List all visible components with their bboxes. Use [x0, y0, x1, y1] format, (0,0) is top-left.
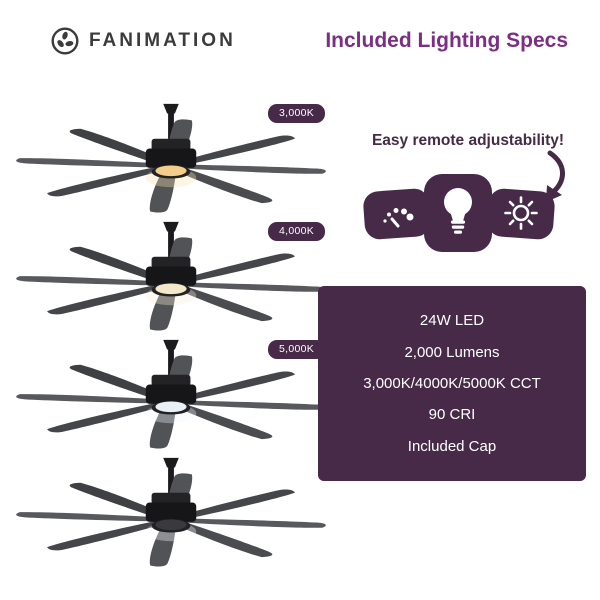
- kelvin-badge-3000k: 3,000K: [268, 104, 326, 123]
- light-lens: [155, 401, 187, 413]
- remote-graphic: [350, 150, 590, 268]
- page-title: Included Lighting Specs: [325, 29, 568, 52]
- ceiling-fan-graphic: [14, 339, 328, 449]
- spec-wattage: 24W LED: [419, 312, 485, 330]
- ceiling-fan-4000k: [6, 216, 336, 348]
- remote-control-illustration: [363, 150, 565, 252]
- spec-cap: Included Cap: [407, 437, 497, 455]
- ceiling-fan-graphic: [14, 221, 328, 331]
- light-lens: [155, 283, 187, 295]
- spec-lumens: 2,000 Lumens: [404, 343, 500, 361]
- ceiling-fan-graphic: [14, 457, 328, 567]
- brightness-icon: [504, 196, 538, 230]
- kelvin-badge-4000k: 4,000K: [268, 222, 326, 241]
- ceiling-fan-3000k: [6, 98, 336, 230]
- spec-cri: 90 CRI: [428, 406, 476, 424]
- bulb-icon: [444, 188, 472, 234]
- header: FANIMATION Included Lighting Specs: [50, 26, 568, 56]
- spec-box: 24W LED 2,000 Lumens 3,000K/4000K/5000K …: [318, 286, 586, 481]
- kelvin-badge-5000k: 5,000K: [268, 340, 326, 359]
- brand-name: FANIMATION: [89, 30, 236, 51]
- fanimation-logo-icon: [51, 27, 79, 55]
- ceiling-fan-graphic: [14, 103, 328, 213]
- ceiling-fan-capped: [6, 452, 336, 584]
- ceiling-fan-5000k: [6, 334, 336, 466]
- light-lens: [155, 165, 187, 177]
- curved-arrow-icon: [546, 150, 565, 202]
- brand-logo: FANIMATION: [50, 26, 236, 56]
- remote-caption: Easy remote adjustability!: [371, 132, 565, 149]
- dimmer-icon: [383, 208, 414, 228]
- light-cap: [155, 519, 187, 531]
- spec-cct: 3,000K/4000K/5000K CCT: [363, 374, 541, 392]
